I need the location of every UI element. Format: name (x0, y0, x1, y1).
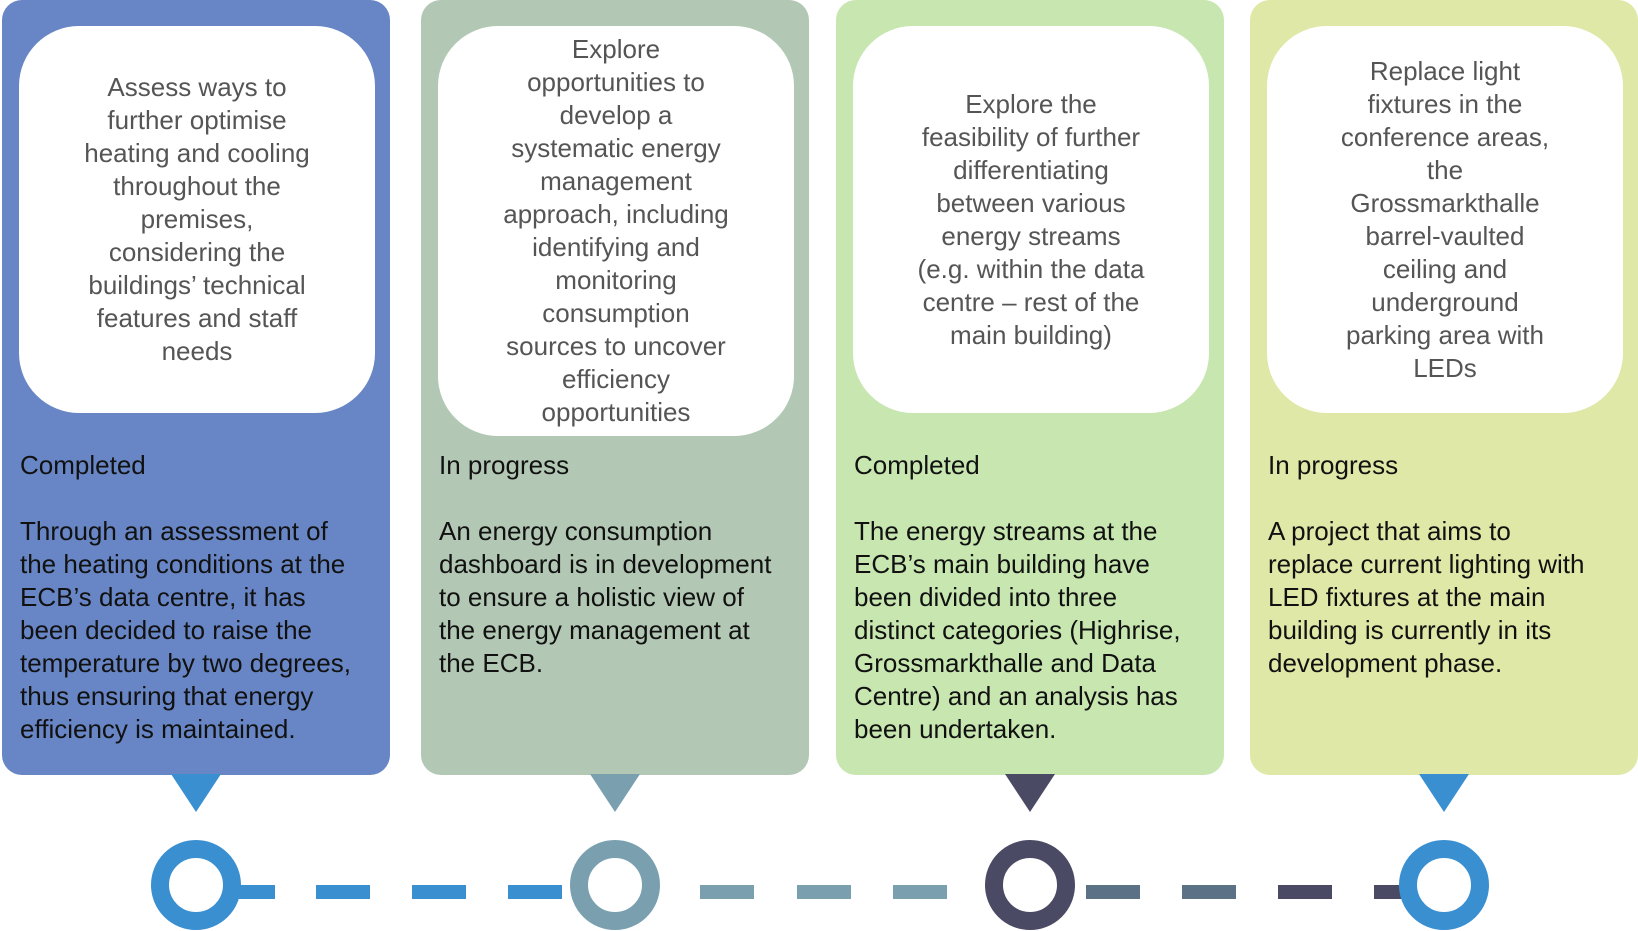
status-label-3: Completed (854, 450, 980, 480)
goal-text-4: Replace light fixtures in the conference… (1340, 55, 1550, 383)
milestone-card-1: Assess ways to further optimise heating … (2, 0, 390, 775)
pointer-triangle-1 (171, 774, 221, 812)
goal-text-1: Assess ways to further optimise heating … (84, 72, 310, 366)
timeline-dashes-2 (700, 885, 947, 899)
status-label-4: In progress (1268, 450, 1399, 480)
timeline-dashes-3 (1086, 885, 1404, 899)
timeline-node-2 (570, 840, 660, 930)
goal-text-2: Explore opportunities to develop a syste… (503, 34, 729, 427)
goal-bubble-4: Replace light fixtures in the conference… (1267, 26, 1623, 413)
status-label-1: Completed (20, 450, 146, 480)
description-text-3: The energy streams at the ECB’s main bui… (854, 516, 1181, 744)
goal-text-3: Explore the feasibility of further diffe… (917, 88, 1145, 350)
pointer-triangle-3 (1005, 774, 1055, 812)
timeline-node-4 (1399, 840, 1489, 930)
timeline-dashes-1 (239, 885, 562, 899)
description-text-2: An energy consumption dashboard is in de… (439, 516, 772, 678)
goal-bubble-3: Explore the feasibility of further diffe… (853, 26, 1209, 413)
milestone-card-3: Explore the feasibility of further diffe… (836, 0, 1224, 775)
description-text-1: Through an assessment of the heating con… (20, 516, 351, 744)
goal-bubble-1: Assess ways to further optimise heating … (19, 26, 375, 413)
status-label-2: In progress (439, 450, 570, 480)
timeline (151, 840, 1489, 930)
pointer-triangle-4 (1419, 774, 1469, 812)
timeline-node-3 (985, 840, 1075, 930)
pointer-triangle-2 (590, 774, 640, 812)
milestone-card-2: Explore opportunities to develop a syste… (421, 0, 809, 775)
timeline-node-1 (151, 840, 241, 930)
description-text-4: A project that aims to replace current l… (1268, 516, 1585, 678)
milestone-card-4: Replace light fixtures in the conference… (1250, 0, 1638, 775)
goal-bubble-2: Explore opportunities to develop a syste… (438, 26, 794, 436)
